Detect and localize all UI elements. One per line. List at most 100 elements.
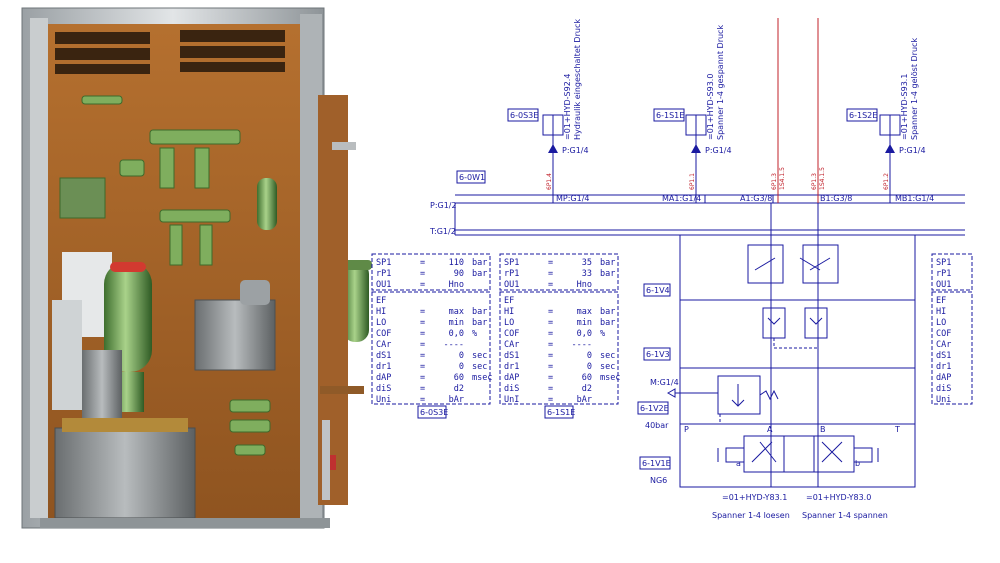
param-bottom-cell: EF (504, 296, 514, 306)
param-table-tag[interactable]: 6-0S3E (420, 408, 448, 417)
port-t: T (894, 425, 900, 434)
param-bottom-cell: d2 (454, 384, 464, 394)
param-bottom-cell: dS1 (504, 351, 519, 361)
param-bottom-cell: dS1 (936, 351, 951, 361)
switch-tag-1[interactable]: 6-0S3E (510, 111, 538, 120)
param-bottom-cell: LO (376, 318, 386, 328)
line-label-2: 6P1.1 (689, 173, 696, 190)
param-bottom-cell: diS (376, 384, 391, 394)
red-line-label-a: 6P1.3 (771, 173, 778, 190)
param-top-cell: rP1 (936, 269, 951, 279)
param-bottom-cell: bAr (577, 395, 592, 405)
actuator-desc-1: Spanner 1-4 loesen (712, 511, 790, 520)
cabinet-render (21, 7, 372, 529)
param-top-cell: 90 (454, 269, 464, 279)
param-top-cell: = (548, 280, 553, 290)
param-bottom-cell: bAr (449, 395, 464, 405)
param-bottom-cell: % (600, 329, 605, 339)
param-bottom-cell: diS (504, 384, 519, 394)
param-top-cell: 33 (582, 269, 592, 279)
param-bottom-cell: CAr (376, 340, 391, 350)
param-bottom-cell: = (548, 384, 553, 394)
param-top-cell: bar (472, 269, 487, 279)
param-bottom-cell: dAP (504, 373, 519, 383)
param-bottom-cell: ---- (572, 340, 592, 350)
param-top-cell: rP1 (376, 269, 391, 279)
param-bottom-cell: 0 (459, 351, 464, 361)
param-bottom-cell: sec (600, 351, 615, 361)
param-top-cell: OU1 (376, 280, 391, 290)
param-top-cell: Hno (449, 280, 464, 290)
port-b1: B1:G3/8 (820, 194, 852, 203)
valve-tag-v4[interactable]: 6-1V4 (646, 286, 670, 295)
param-bottom-cell: 60 (582, 373, 592, 383)
param-bottom-cell: = (420, 373, 425, 383)
param-bottom-cell: 0,0 (577, 329, 592, 339)
param-bottom-cell: = (420, 329, 425, 339)
valve-tag-v3[interactable]: 6-1V3 (646, 350, 670, 359)
param-bottom-cell: = (548, 318, 553, 328)
param-bottom-cell: LO (504, 318, 514, 328)
param-top-cell: rP1 (504, 269, 519, 279)
param-top-cell: OU1 (504, 280, 519, 290)
param-bottom-cell: = (420, 395, 425, 405)
param-bottom-cell: msec (600, 373, 620, 383)
actuator-desc-2: Spanner 1-4 spannen (802, 511, 888, 520)
solenoid-a: a (736, 459, 741, 468)
param-bottom-cell: Uni (376, 395, 391, 405)
switch-desc-1: Hydraulik eingeschaltet Druck (573, 19, 582, 140)
port-mb1: MB1:G1/4 (895, 194, 934, 203)
param-table-tag[interactable]: 6-1S1E (547, 408, 575, 417)
param-bottom-cell: COF (504, 329, 519, 339)
param-bottom-cell: min (449, 318, 464, 328)
valve-tag-v2[interactable]: 6-1V2E (640, 404, 669, 413)
switch-ref-2: =01+HYD-S93.0 (706, 74, 715, 140)
param-top-cell: bar (600, 269, 615, 279)
param-bottom-cell: bar (600, 307, 615, 317)
param-bottom-cell: 60 (454, 373, 464, 383)
switch-tag-2[interactable]: 6-1S1E (656, 111, 684, 120)
param-bottom-cell: CAr (504, 340, 519, 350)
param-bottom-cell: = (420, 384, 425, 394)
param-bottom-cell: = (548, 329, 553, 339)
tag-boxes (417, 108, 878, 470)
valve-tag-v1[interactable]: 6-1V1E (642, 459, 671, 468)
arrow-heads (548, 144, 895, 153)
param-bottom-cell: dS1 (376, 351, 391, 361)
valve-size: NG6 (650, 476, 667, 485)
param-bottom-cell: = (548, 395, 553, 405)
param-bottom-cell: bar (472, 307, 487, 317)
param-bottom-cell: dr1 (376, 362, 391, 372)
param-bottom-cell: LO (936, 318, 946, 328)
port-p: P (684, 425, 689, 434)
port-b: B (820, 425, 826, 434)
param-top-cell: OU1 (936, 280, 951, 290)
param-bottom-cell: min (577, 318, 592, 328)
solenoid-b: b (855, 459, 860, 468)
param-bottom-cell: dAP (936, 373, 951, 383)
switch-port-3: P:G1/4 (899, 146, 926, 155)
param-bottom-cell: HI (936, 307, 946, 317)
param-top-cell: SP1 (504, 258, 519, 268)
switch-desc-3: Spanner 1-4 gelöst Druck (910, 38, 919, 140)
red-line-label-c: 6P1.3 (811, 173, 818, 190)
param-bottom-cell: ---- (444, 340, 464, 350)
switch-desc-2: Spanner 1-4 gespannt Druck (716, 25, 725, 140)
param-bottom-cell: UnI (504, 395, 519, 405)
param-bottom-cell: = (548, 340, 553, 350)
param-bottom-cell: dr1 (936, 362, 951, 372)
red-lines (777, 18, 819, 203)
manifold-tag[interactable]: 6-0W1 (459, 173, 485, 182)
manifold-p-port: P:G1/2 (430, 201, 457, 210)
param-bottom-cell: bar (600, 318, 615, 328)
param-bottom-cell: 0 (587, 362, 592, 372)
param-bottom-cell: COF (936, 329, 951, 339)
param-bottom-cell: HI (376, 307, 386, 317)
param-top-cell: = (420, 269, 425, 279)
param-top-cell: SP1 (376, 258, 391, 268)
switch-tag-3[interactable]: 6-1S2E (849, 111, 877, 120)
param-bottom-cell: EF (376, 296, 386, 306)
param-top-cell: 35 (582, 258, 592, 268)
